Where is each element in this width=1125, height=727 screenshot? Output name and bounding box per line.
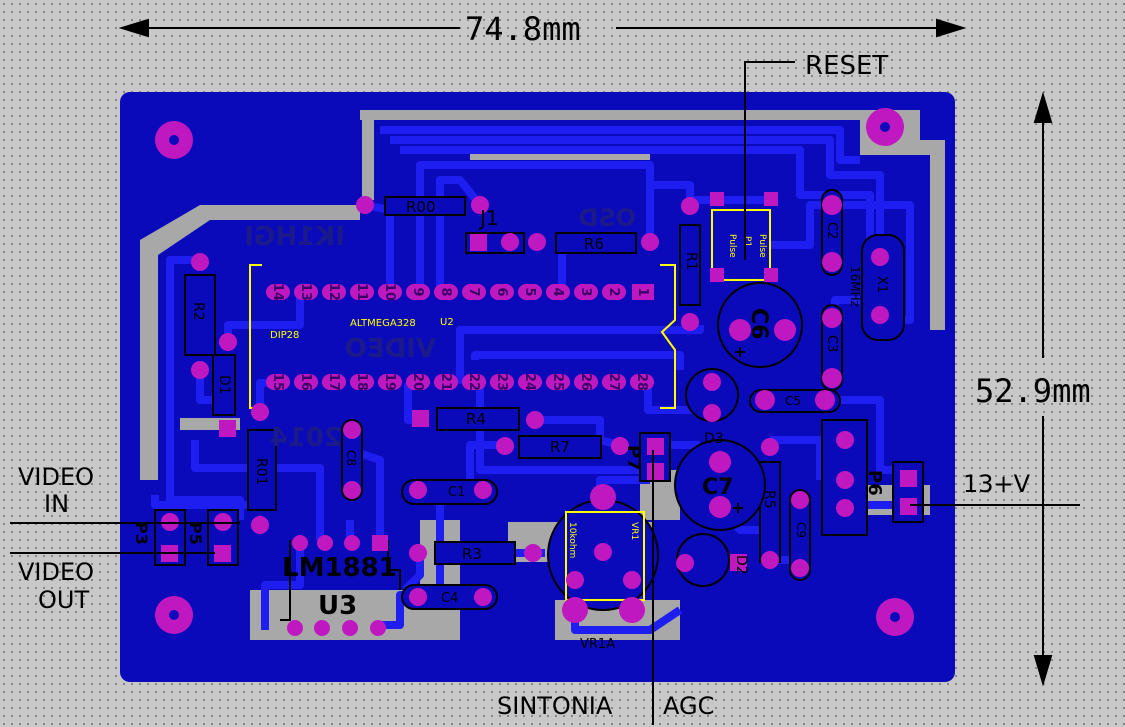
designator-p6: P6 xyxy=(864,470,885,496)
video-in-label-line2: IN xyxy=(44,490,69,518)
designator-d3: D3 xyxy=(704,431,724,447)
video-out-label-line1: VIDEO xyxy=(18,558,94,586)
agc-label: AGC xyxy=(663,692,714,720)
video-in-label-line1: VIDEO xyxy=(18,463,94,491)
pin-label: 7 xyxy=(466,287,481,296)
pin-label: 12 xyxy=(326,283,341,301)
pin-label: 23 xyxy=(494,373,509,391)
designator-r2: R2 xyxy=(190,302,206,321)
chip-package-label: DIP28 xyxy=(270,330,299,341)
chip-designator-label: U2 xyxy=(440,317,454,328)
pin-label: 27 xyxy=(606,373,621,391)
designator-j1: J1 xyxy=(478,206,499,230)
designator-p1: P1 xyxy=(742,236,752,247)
pin-label: 3 xyxy=(578,287,593,296)
sintonia-label: SINTONIA xyxy=(497,692,613,720)
designator-c4: C4 xyxy=(441,591,458,606)
designator-c3: C3 xyxy=(824,335,839,352)
designator-r00: R00 xyxy=(406,198,436,216)
pin-label: 20 xyxy=(410,373,425,391)
pads xyxy=(161,192,917,636)
pin-label: 19 xyxy=(382,373,397,391)
designator-p7: P7 xyxy=(623,445,644,471)
designator-vr1-value: 10kohm xyxy=(567,522,577,558)
designator-vr1a: VR1A xyxy=(580,637,615,652)
dip28-pads xyxy=(266,284,654,390)
dip28-pin-numbers: 14 13 12 11 10 9 8 7 6 5 4 3 2 1 15 16 1… xyxy=(270,283,650,391)
pin-label: 10 xyxy=(382,283,397,301)
pin-label: 6 xyxy=(494,287,509,296)
designator-c2: C2 xyxy=(824,222,839,239)
designator-r01: R01 xyxy=(253,458,269,486)
designator-p5: P5 xyxy=(186,522,205,545)
designator-r3: R3 xyxy=(462,545,482,563)
board-video-text: VIDEO xyxy=(345,334,436,364)
pin-label: 11 xyxy=(354,283,369,301)
pin-label: 28 xyxy=(634,373,649,391)
board-callsign-text: IK1HGI xyxy=(244,222,345,252)
width-dimension: 74.8mm xyxy=(465,10,581,48)
pin-label: 4 xyxy=(550,287,565,296)
pin-label: 21 xyxy=(438,373,453,391)
designator-d2: D2 xyxy=(733,555,749,575)
pin-label: 18 xyxy=(354,373,369,391)
pin-label: 5 xyxy=(522,287,537,296)
pin-label: 9 xyxy=(410,287,425,296)
pin-label: 22 xyxy=(466,373,481,391)
pin-label: 16 xyxy=(298,373,313,391)
designator-r1: R1 xyxy=(683,252,699,271)
pin-label: 8 xyxy=(438,287,453,296)
designator-16mhz: 16MHz xyxy=(848,266,862,307)
board-osd-text: OSD xyxy=(578,204,636,232)
pin-label: 2 xyxy=(606,287,621,296)
pin-label: 26 xyxy=(578,373,593,391)
pin-label: 13 xyxy=(298,283,313,301)
board-year-text: 2014 xyxy=(270,423,342,453)
designator-x1: X1 xyxy=(874,276,889,293)
designator-c6: C6 xyxy=(746,308,771,339)
power-label: 13+V xyxy=(963,470,1031,498)
designator-c7: C7 xyxy=(702,475,733,500)
designator-p3: P3 xyxy=(132,522,151,545)
chip-u3-designator: U3 xyxy=(318,591,357,621)
pin-label: 15 xyxy=(270,373,285,391)
video-out-label-line2: OUT xyxy=(38,586,89,614)
component-designators: R00 J1 R6 R1 Pulse P1 Pulse C2 X1 16MHz … xyxy=(132,198,889,652)
designator-vr1: VR1 xyxy=(629,522,639,540)
mounting-holes xyxy=(155,108,914,636)
designator-r4: R4 xyxy=(466,410,486,428)
designator-d1: D1 xyxy=(216,375,232,395)
polarity-marks xyxy=(733,347,745,513)
dimension-lines xyxy=(10,18,1080,725)
pin-label: 1 xyxy=(635,287,650,296)
designator-r6: R6 xyxy=(584,235,604,253)
chip-name-label: ALTMEGA328 xyxy=(350,318,416,329)
designator-r7: R7 xyxy=(550,438,570,456)
pin-label: 25 xyxy=(550,373,565,391)
pin-label: 14 xyxy=(270,283,285,301)
height-dimension: 52.9mm xyxy=(975,372,1091,410)
designator-c5: C5 xyxy=(785,394,801,408)
reset-label: RESET xyxy=(805,51,888,81)
designator-r5: R5 xyxy=(761,490,777,509)
designator-c1: C1 xyxy=(448,485,465,500)
designator-c9: C9 xyxy=(794,522,808,538)
chip-u3-name: LM1881 xyxy=(282,553,397,583)
pin-label: 17 xyxy=(326,373,341,391)
designator-p1-pulse-b: Pulse xyxy=(757,234,767,258)
pin-label: 24 xyxy=(522,373,537,391)
designator-p1-pulse-a: Pulse xyxy=(727,234,737,258)
designator-c8: C8 xyxy=(344,450,358,466)
